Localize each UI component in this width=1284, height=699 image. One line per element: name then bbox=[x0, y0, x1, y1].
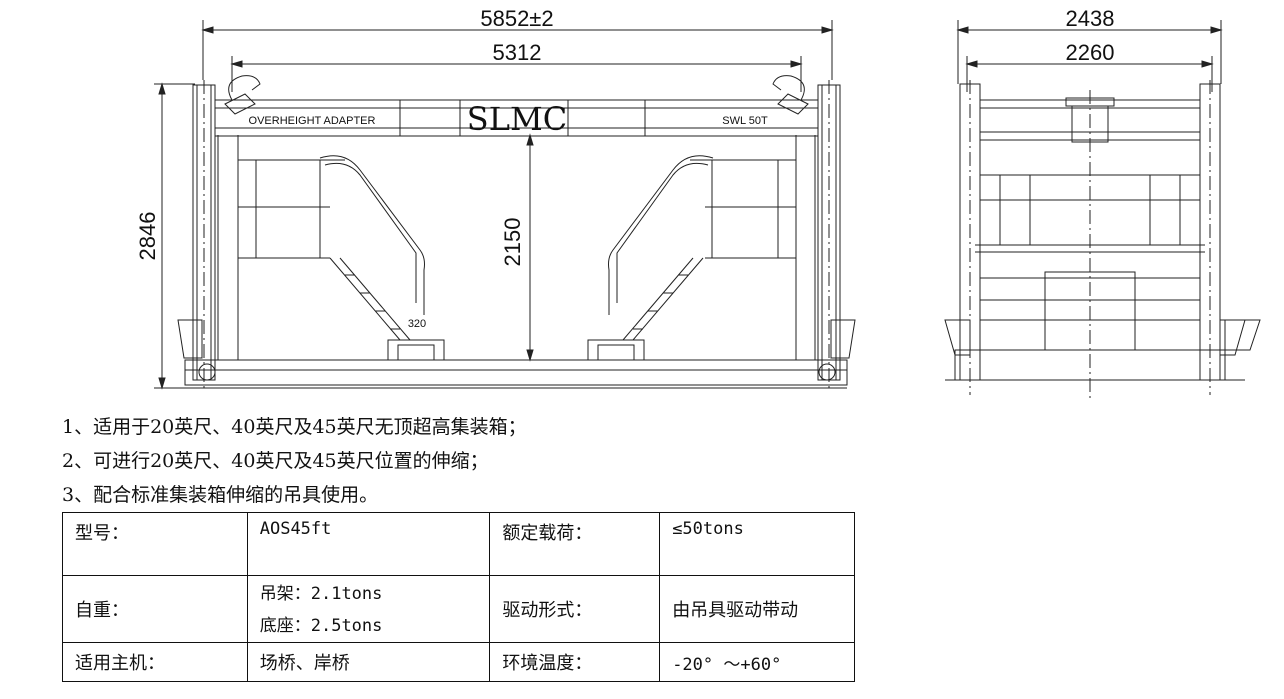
weight-value-frame: 吊架：2.1tons bbox=[259, 584, 383, 604]
table-row: 适用主机： 场桥、岸桥 环境温度： -20° ～+60° bbox=[62, 642, 855, 682]
load-value: ≤50tons bbox=[659, 512, 855, 576]
model-value: AOS45ft bbox=[246, 512, 491, 576]
weight-label: 自重： bbox=[62, 575, 248, 643]
drive-value: 由吊具驱动带动 bbox=[659, 575, 855, 643]
dim-frame-height: 2150 bbox=[500, 218, 525, 267]
table-row: 自重： 吊架：2.1tons 底座：2.5tons 驱动形式： 由吊具驱动带动 bbox=[62, 575, 855, 643]
dim-stair-width: 320 bbox=[408, 318, 426, 330]
side-view bbox=[944, 20, 1261, 400]
plate-swl: SWL 50T bbox=[722, 115, 768, 127]
note-3: 3、配合标准集装箱伸缩的吊具使用。 bbox=[62, 484, 379, 506]
note-1: 1、适用于20英尺、40英尺及45英尺无顶超高集装箱； bbox=[62, 416, 527, 438]
temp-label: 环境温度： bbox=[489, 642, 661, 682]
technical-drawing: 5852±2 5312 2846 2150 320 OVERHEIGHT ADA… bbox=[135, 6, 1261, 400]
load-label: 额定载荷： bbox=[489, 512, 661, 576]
drive-label: 驱动形式： bbox=[489, 575, 661, 643]
dim-inner-length: 5312 bbox=[493, 40, 542, 65]
dim-side-inner-width: 2260 bbox=[1066, 40, 1115, 65]
dim-side-overall-width: 2438 bbox=[1066, 6, 1115, 31]
dim-overall-length: 5852±2 bbox=[480, 6, 553, 31]
temp-value: -20° ～+60° bbox=[659, 642, 855, 682]
weight-value-base: 底座：2.5tons bbox=[259, 616, 383, 636]
model-label: 型号： bbox=[62, 512, 248, 576]
spec-table: 型号： AOS45ft 额定载荷： ≤50tons 自重： 吊架：2.1tons… bbox=[62, 512, 855, 682]
weight-value: 吊架：2.1tons 底座：2.5tons bbox=[246, 575, 491, 643]
note-2: 2、可进行20英尺、40英尺及45英尺位置的伸缩； bbox=[62, 450, 489, 472]
dim-height: 2846 bbox=[135, 212, 160, 261]
machine-label: 适用主机： bbox=[62, 642, 248, 682]
notes: 1、适用于20英尺、40英尺及45英尺无顶超高集装箱； 2、可进行20英尺、40… bbox=[62, 410, 527, 512]
slmc-logo: SLMC bbox=[467, 100, 567, 138]
machine-value: 场桥、岸桥 bbox=[246, 642, 491, 682]
plate-overheight-adapter: OVERHEIGHT ADAPTER bbox=[249, 115, 376, 127]
table-row: 型号： AOS45ft 额定载荷： ≤50tons bbox=[62, 512, 855, 576]
front-view bbox=[154, 20, 856, 392]
